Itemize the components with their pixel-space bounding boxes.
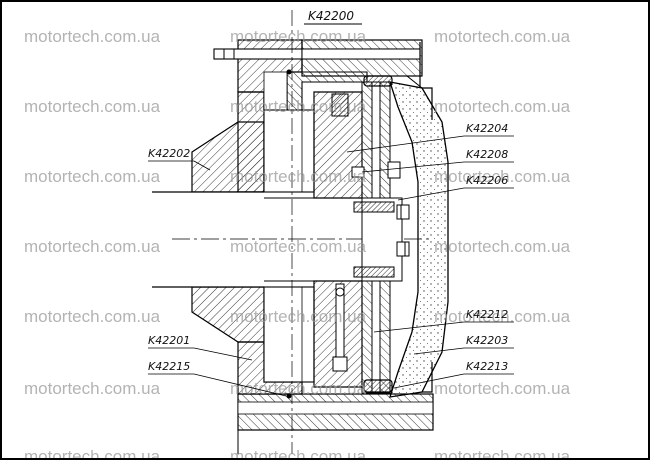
label-k42203: K42203: [466, 334, 508, 347]
watermark-text: motortech.com.ua: [230, 97, 367, 116]
label-k42215: K42215: [148, 360, 190, 373]
watermark-layer: motortech.com.ua motortech.com.ua motort…: [24, 27, 571, 458]
watermark-text: motortech.com.ua: [230, 307, 367, 326]
watermark-text: motortech.com.ua: [24, 167, 161, 186]
watermark-text: motortech.com.ua: [230, 167, 367, 186]
watermark-text: motortech.com.ua: [24, 237, 161, 256]
watermark-text: motortech.com.ua: [434, 167, 571, 186]
label-k42208: K42208: [466, 148, 508, 161]
watermark-text: motortech.com.ua: [24, 27, 161, 46]
watermark-text: motortech.com.ua: [434, 97, 571, 116]
callouts: K42202 K42204 K42208 K42206 K42212 K4220…: [148, 122, 514, 397]
shaft: [152, 191, 432, 288]
long-bolt: [213, 39, 423, 89]
watermark-text: motortech.com.ua: [230, 27, 367, 46]
watermark-text: motortech.com.ua: [24, 447, 161, 458]
watermark-text: motortech.com.ua: [434, 447, 571, 458]
watermark-text: motortech.com.ua: [434, 379, 571, 398]
watermark-text: motortech.com.ua: [24, 379, 161, 398]
watermark-text: motortech.com.ua: [434, 237, 571, 256]
assembly-code: K42200: [308, 9, 354, 23]
watermark-text: motortech.com.ua: [434, 307, 571, 326]
watermark-text: motortech.com.ua: [24, 97, 161, 116]
upper-housing-inner: [263, 71, 368, 111]
label-k42204: K42204: [466, 122, 508, 135]
watermark-text: motortech.com.ua: [24, 307, 161, 326]
label-k42206: K42206: [466, 174, 508, 187]
cover-part: [389, 81, 449, 398]
o-ring-mark: [286, 393, 292, 399]
label-k42212: K42212: [466, 308, 508, 321]
watermark-text: motortech.com.ua: [230, 237, 367, 256]
piston-disc: [313, 91, 363, 388]
o-ring-mark: [286, 69, 292, 75]
watermark-text: motortech.com.ua: [230, 447, 367, 458]
friction-plates: [361, 75, 393, 394]
label-k42202: K42202: [148, 147, 190, 160]
spline-hub: [351, 161, 410, 282]
label-k42201: K42201: [148, 334, 190, 347]
watermark-text: motortech.com.ua: [230, 379, 367, 398]
inner-hub: [263, 109, 315, 383]
watermark-text: motortech.com.ua: [434, 27, 571, 46]
label-k42213: K42213: [466, 360, 508, 373]
